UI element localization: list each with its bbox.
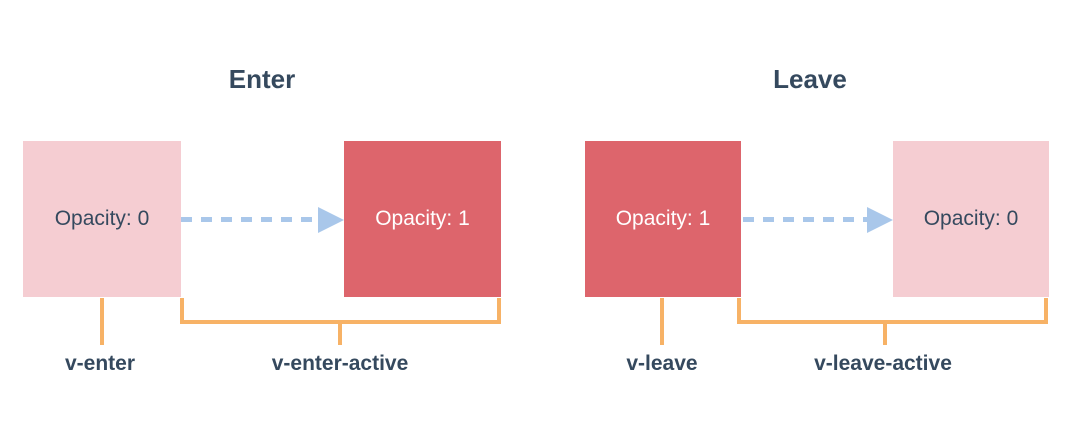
- leave-start-marker-line: [660, 298, 664, 345]
- leave-start-class-label: v-leave: [626, 352, 698, 375]
- enter-active-bracket: [180, 298, 501, 324]
- leave-active-bracket-tick: [883, 322, 887, 345]
- leave-active-bracket: [737, 298, 1048, 324]
- enter-start-marker-line: [100, 298, 104, 345]
- enter-start-class-label: v-enter: [64, 352, 136, 375]
- leave-end-box: Opacity: 0: [893, 141, 1049, 297]
- leave-arrow-head-icon: [867, 207, 893, 233]
- enter-arrow-head-icon: [318, 207, 344, 233]
- leave-active-class-label: v-leave-active: [814, 352, 952, 375]
- enter-end-box: Opacity: 1: [344, 141, 501, 297]
- leave-end-box-label: Opacity: 0: [923, 207, 1019, 230]
- enter-start-box-label: Opacity: 0: [54, 207, 150, 230]
- enter-active-bracket-tick: [338, 322, 342, 345]
- enter-title: Enter: [228, 64, 296, 94]
- enter-start-box: Opacity: 0: [23, 141, 181, 297]
- enter-arrow-dashes: [181, 217, 318, 222]
- leave-arrow-dashes: [743, 217, 867, 222]
- leave-start-box: Opacity: 1: [585, 141, 741, 297]
- enter-end-box-label: Opacity: 1: [375, 207, 470, 230]
- leave-title: Leave: [773, 64, 847, 94]
- leave-start-box-label: Opacity: 1: [615, 207, 711, 230]
- enter-active-class-label: v-enter-active: [271, 352, 409, 375]
